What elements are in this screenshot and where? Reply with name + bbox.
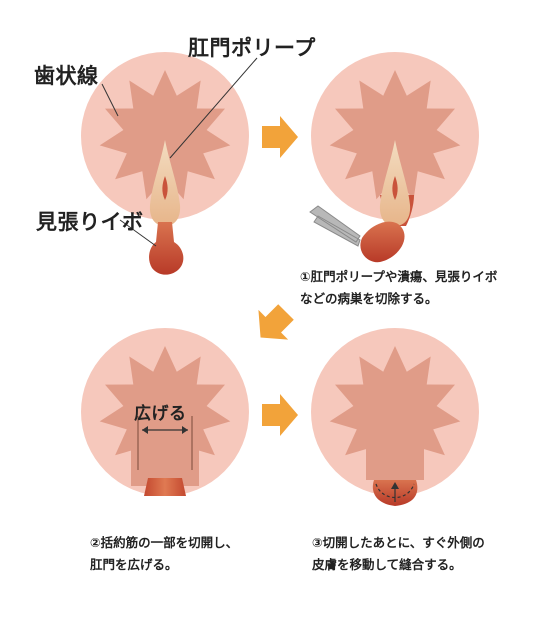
arrow-right-icon	[262, 394, 298, 436]
step-1-caption: ①肛門ポリープや潰瘍、見張りイボ などの病巣を切除する。	[300, 266, 497, 310]
arrow-down-left-icon	[258, 304, 294, 340]
leader-line-polyp	[169, 57, 258, 159]
arrow-right-icon	[262, 116, 298, 158]
step-1-line-2: などの病巣を切除する。	[300, 291, 438, 306]
dentate-line-mucosa	[99, 70, 231, 200]
dentate-line-mucosa	[329, 346, 461, 476]
move-arrowhead	[391, 482, 399, 489]
step-2-caption: ②括約筋の一部を切開し、 肛門を広げる。	[90, 532, 238, 576]
panel-2	[309, 52, 479, 263]
step-3-caption: ③切開したあとに、すぐ外側の 皮膚を移動して縫合する。	[312, 532, 485, 576]
panel-4	[311, 328, 479, 506]
forceps-icon	[309, 205, 361, 247]
step-3-line-1: ③切開したあとに、すぐ外側の	[312, 535, 485, 550]
label-dentate-line: 歯状線	[34, 64, 99, 88]
widen-arrowhead-right	[182, 426, 188, 434]
step-2-line-1: ②括約筋の一部を切開し、	[90, 535, 239, 550]
sphincter-cut	[144, 478, 186, 496]
label-widen: 広げる	[134, 404, 187, 424]
excised-tag	[360, 221, 405, 263]
step-3-line-2: 皮膚を移動して縫合する。	[312, 557, 462, 572]
leader-line-dentate	[101, 83, 119, 117]
ulcer	[162, 176, 168, 200]
leader-line-tag	[119, 219, 157, 247]
step-1-line-1: ①肛門ポリープや潰瘍、見張りイボ	[300, 269, 498, 284]
panel-1	[81, 52, 258, 275]
ulcer	[392, 176, 398, 200]
incised-channel	[366, 430, 424, 480]
panel-3	[81, 328, 249, 496]
widen-arrowhead-left	[142, 426, 148, 434]
incised-channel	[131, 430, 199, 486]
label-sentinel-tag: 見張りイボ	[36, 210, 144, 234]
sentinel-tag	[149, 222, 184, 275]
step-2-line-2: 肛門を広げる。	[90, 557, 178, 572]
label-anal-polyp: 肛門ポリープ	[188, 36, 316, 60]
dentate-line-mucosa	[329, 70, 461, 200]
